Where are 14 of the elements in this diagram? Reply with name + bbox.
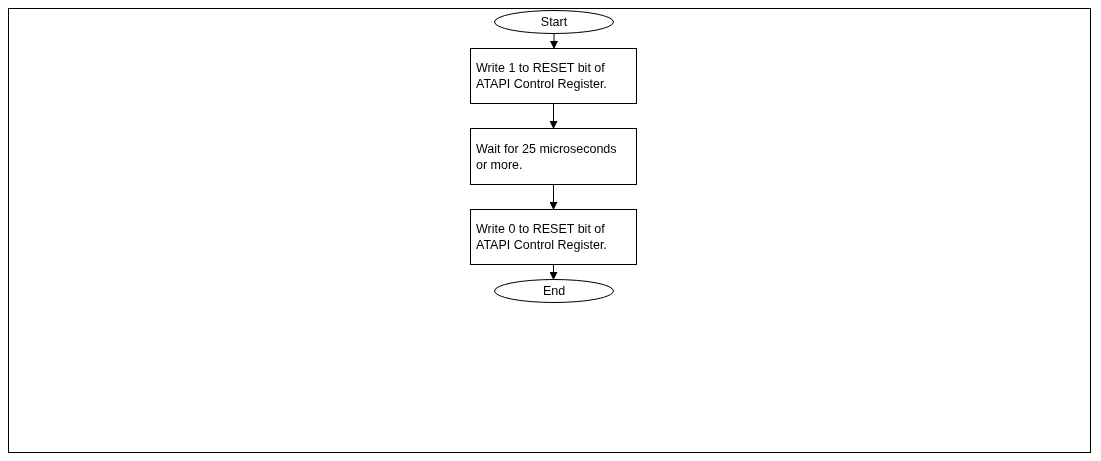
- step-text: Wait for 25 microseconds or more.: [476, 140, 618, 173]
- step-text: Write 1 to RESET bit of ATAPI Control Register.: [476, 60, 608, 92]
- step-text: Write 0 to RESET bit of ATAPI Control Register.: [476, 221, 608, 253]
- terminal-oval: [494, 279, 614, 303]
- process-box: [470, 209, 637, 265]
- arrow: [549, 103, 558, 129]
- arrow: [549, 264, 558, 280]
- arrow: [550, 33, 558, 49]
- terminal-label: Start: [540, 14, 568, 30]
- arrow: [549, 184, 558, 210]
- process-box: [470, 48, 637, 104]
- process-box: [470, 128, 637, 185]
- terminal-label: End: [542, 283, 566, 299]
- terminal-oval: [494, 10, 614, 34]
